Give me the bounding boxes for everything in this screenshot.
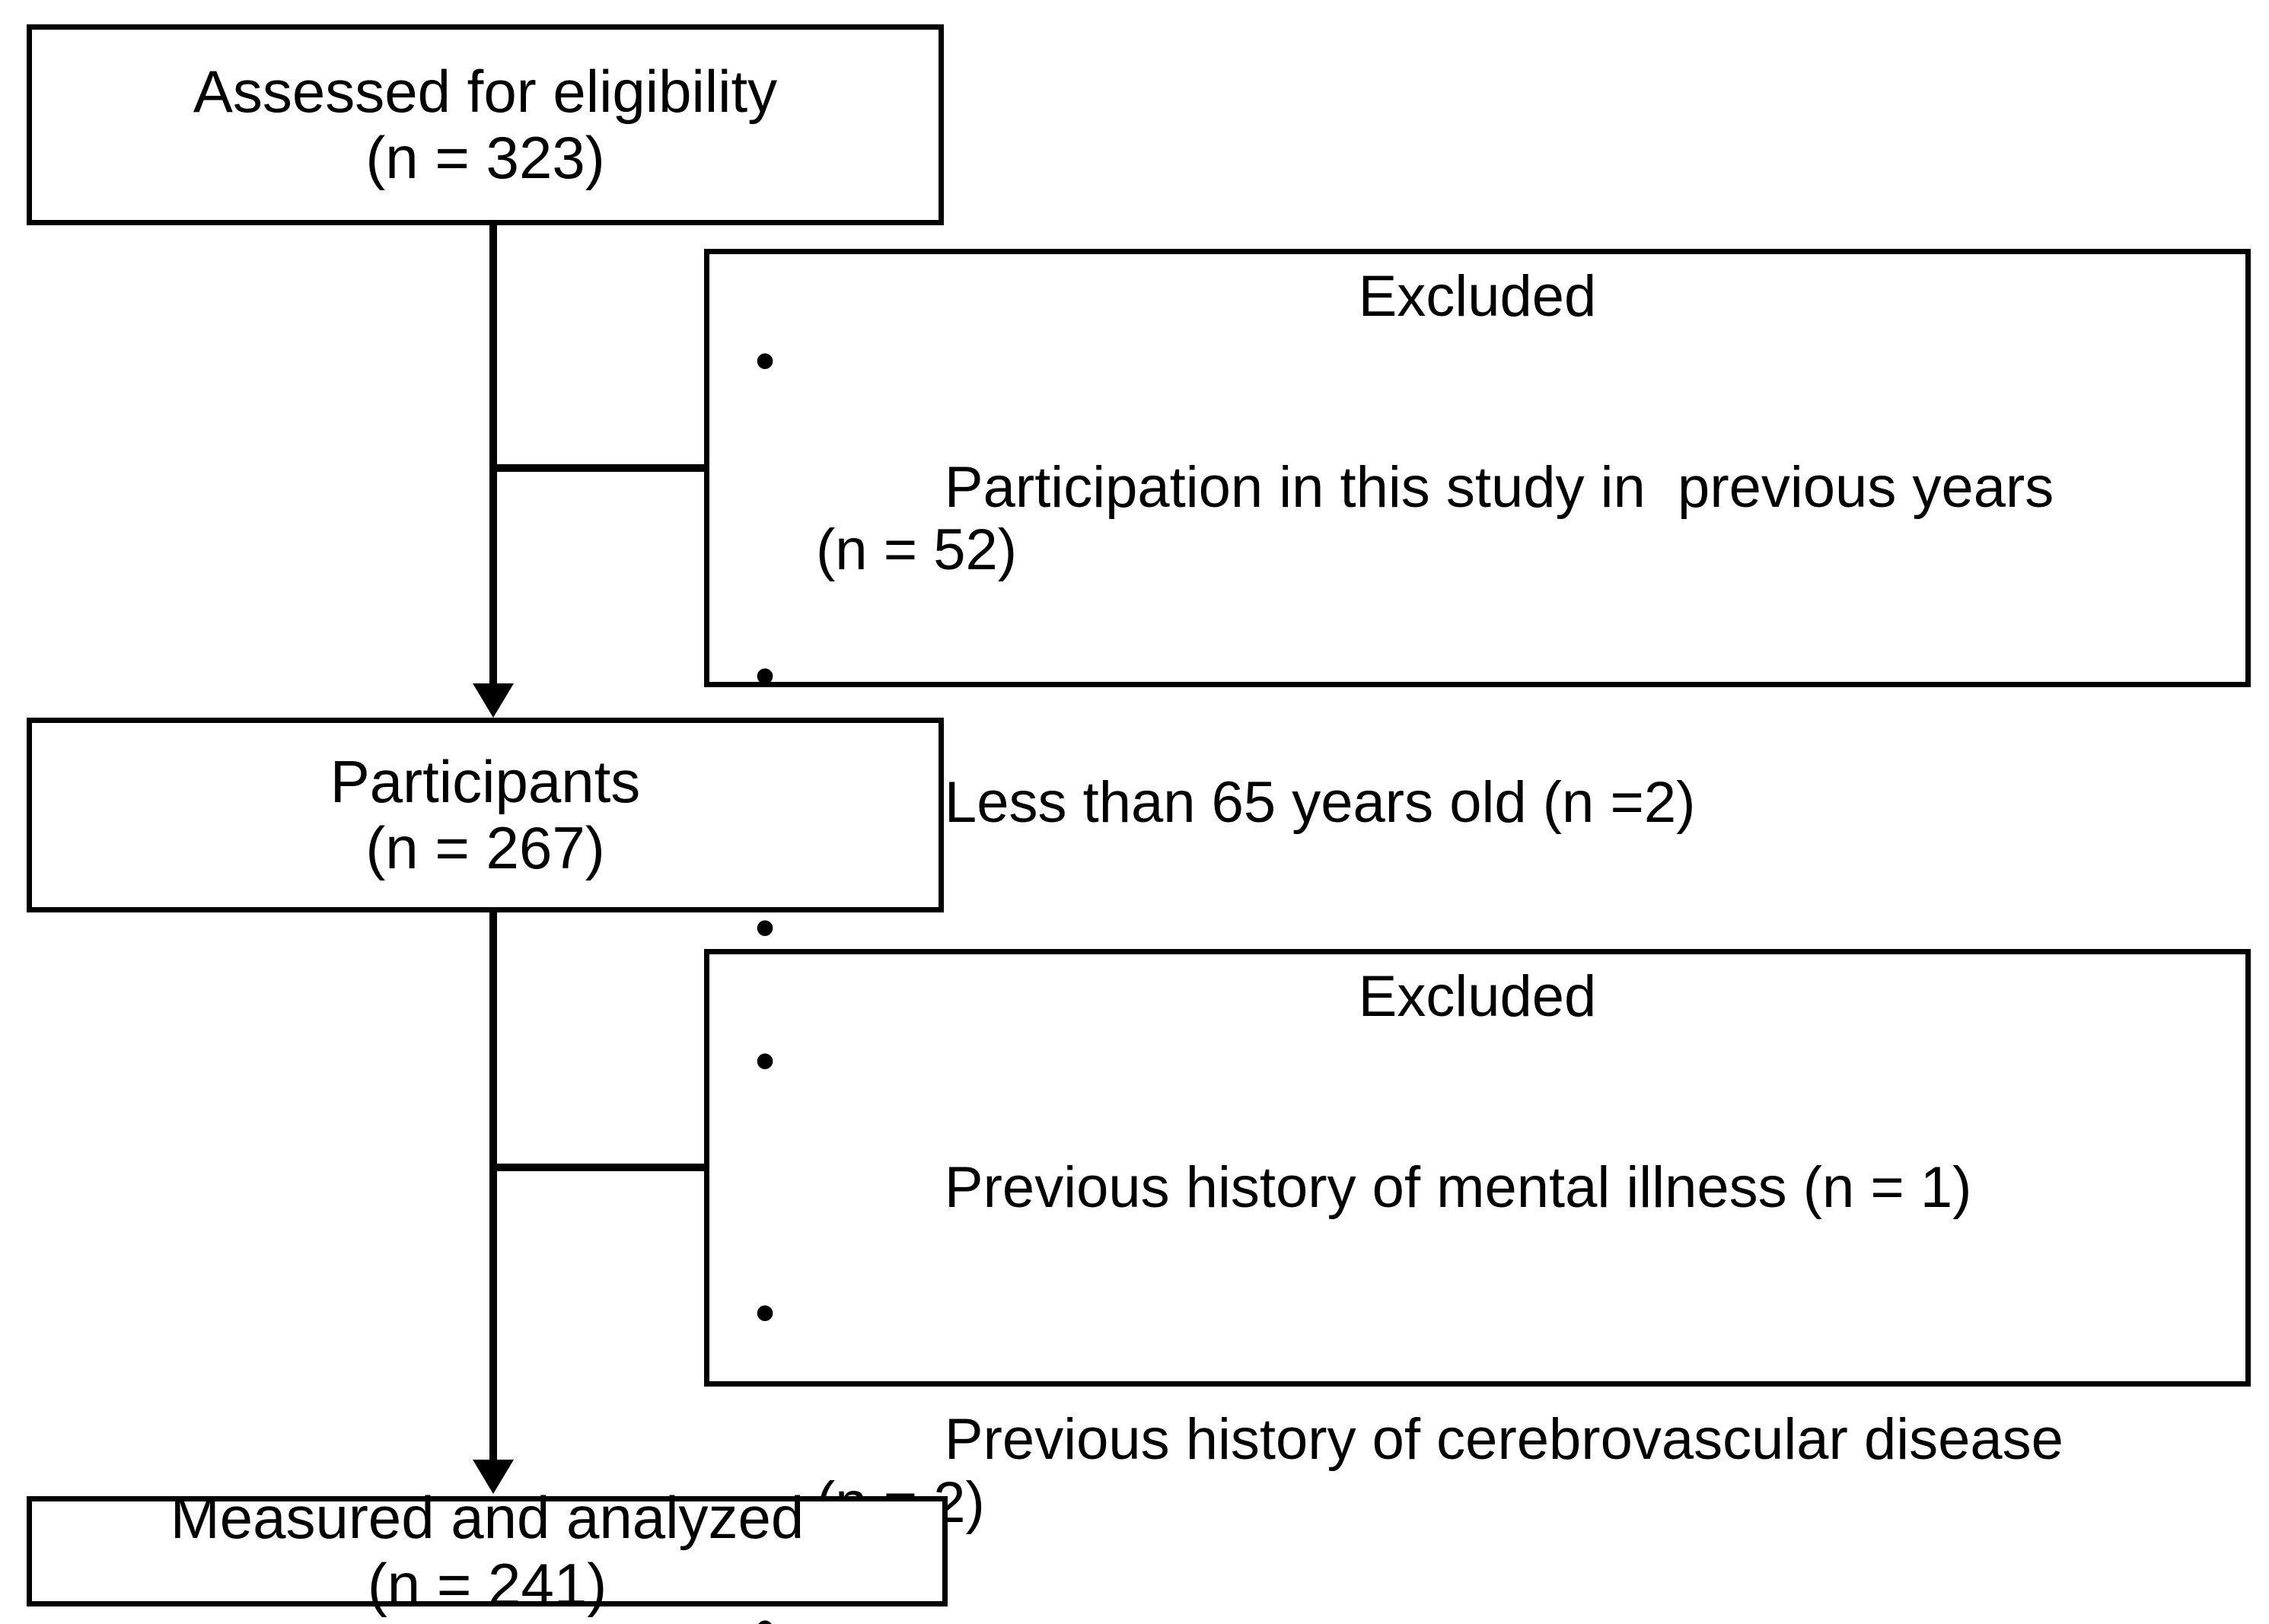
bullet-icon: •: [754, 644, 776, 709]
node-participants: Participants (n = 267): [27, 718, 944, 912]
excluded-2-item-2: • Previous history of cerebrovascular di…: [709, 1282, 2245, 1597]
excluded-2-list: • Previous history of mental illness (n …: [709, 1030, 2245, 1624]
node-measured-count: (n = 241): [367, 1550, 607, 1618]
node-assessed-count: (n = 323): [365, 124, 605, 191]
bullet-icon: •: [754, 329, 776, 393]
excluded-1-item-2: • Less than 65 years old (n =2): [709, 645, 2245, 897]
excluded-2-item-2-text: Previous history of cerebrovascular dise…: [816, 1406, 2063, 1535]
bullet-icon: •: [754, 1029, 776, 1094]
connector-participants-to-measured: [489, 912, 497, 1463]
excluded-2-item-1: • Previous history of mental illness (n …: [709, 1030, 2245, 1282]
arrowhead-measured: [473, 1460, 514, 1494]
excluded-1-title: Excluded: [1358, 264, 1597, 329]
excluded-box-1: Excluded • Participation in this study i…: [704, 249, 2251, 1086]
node-participants-count: (n = 267): [365, 814, 605, 881]
node-assessed-title: Assessed for eligibility: [193, 57, 778, 125]
bullet-icon: •: [754, 1281, 776, 1346]
connector-branch-excluded-2: [489, 1164, 709, 1171]
excluded-1-item-1: • Participation in this study in previou…: [709, 330, 2245, 645]
excluded-1-item-1-text: Participation in this study in previous …: [816, 454, 2054, 583]
node-measured-and-analyzed: Measured and analyzed (n = 241): [27, 1484, 948, 1617]
connector-assessed-to-participants: [489, 225, 497, 687]
node-participants-title: Participants: [330, 747, 641, 815]
node-assessed-for-eligibility: Assessed for eligibility (n = 323): [27, 24, 944, 225]
excluded-box-2: Excluded • Previous history of mental il…: [704, 949, 2251, 1624]
excluded-1-item-2-text: Less than 65 years old (n =2): [944, 769, 1696, 835]
excluded-2-item-1-text: Previous history of mental illness (n = …: [944, 1154, 1972, 1220]
excluded-2-title: Excluded: [1358, 964, 1597, 1029]
connector-branch-excluded-1: [489, 464, 709, 472]
node-measured-title: Measured and analyzed: [170, 1484, 805, 1552]
arrowhead-participants: [473, 683, 514, 718]
